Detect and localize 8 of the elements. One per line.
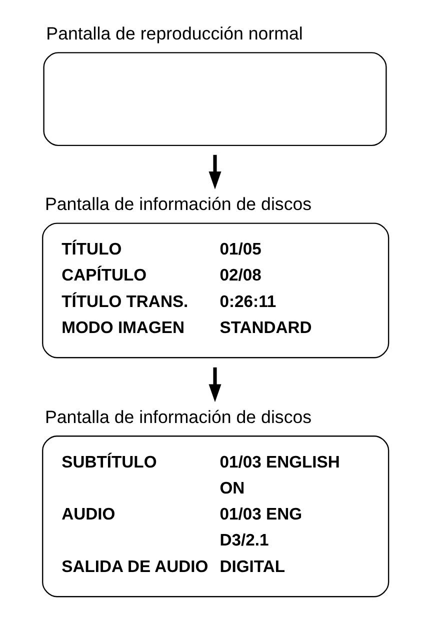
node-box: TÍTULO 01/05 CAPÍTULO 02/08 TÍTULO TRANS. 0:26:11 MODO IMAGEN STANDARD — [42, 222, 389, 358]
node-label: Pantalla de reproducción normal — [46, 24, 302, 44]
node-label: Pantalla de información de discos — [44, 407, 312, 428]
arrow — [208, 154, 221, 190]
arrow — [208, 367, 221, 402]
node-box: SUBTÍTULO 01/03 ENGLISH ON AUDIO 01/03 ENG D3/2.1 SALIDA DE AUDIO DIGITAL — [42, 436, 389, 598]
node-label: Pantalla de información de discos — [44, 194, 312, 214]
node-box — [42, 52, 386, 146]
